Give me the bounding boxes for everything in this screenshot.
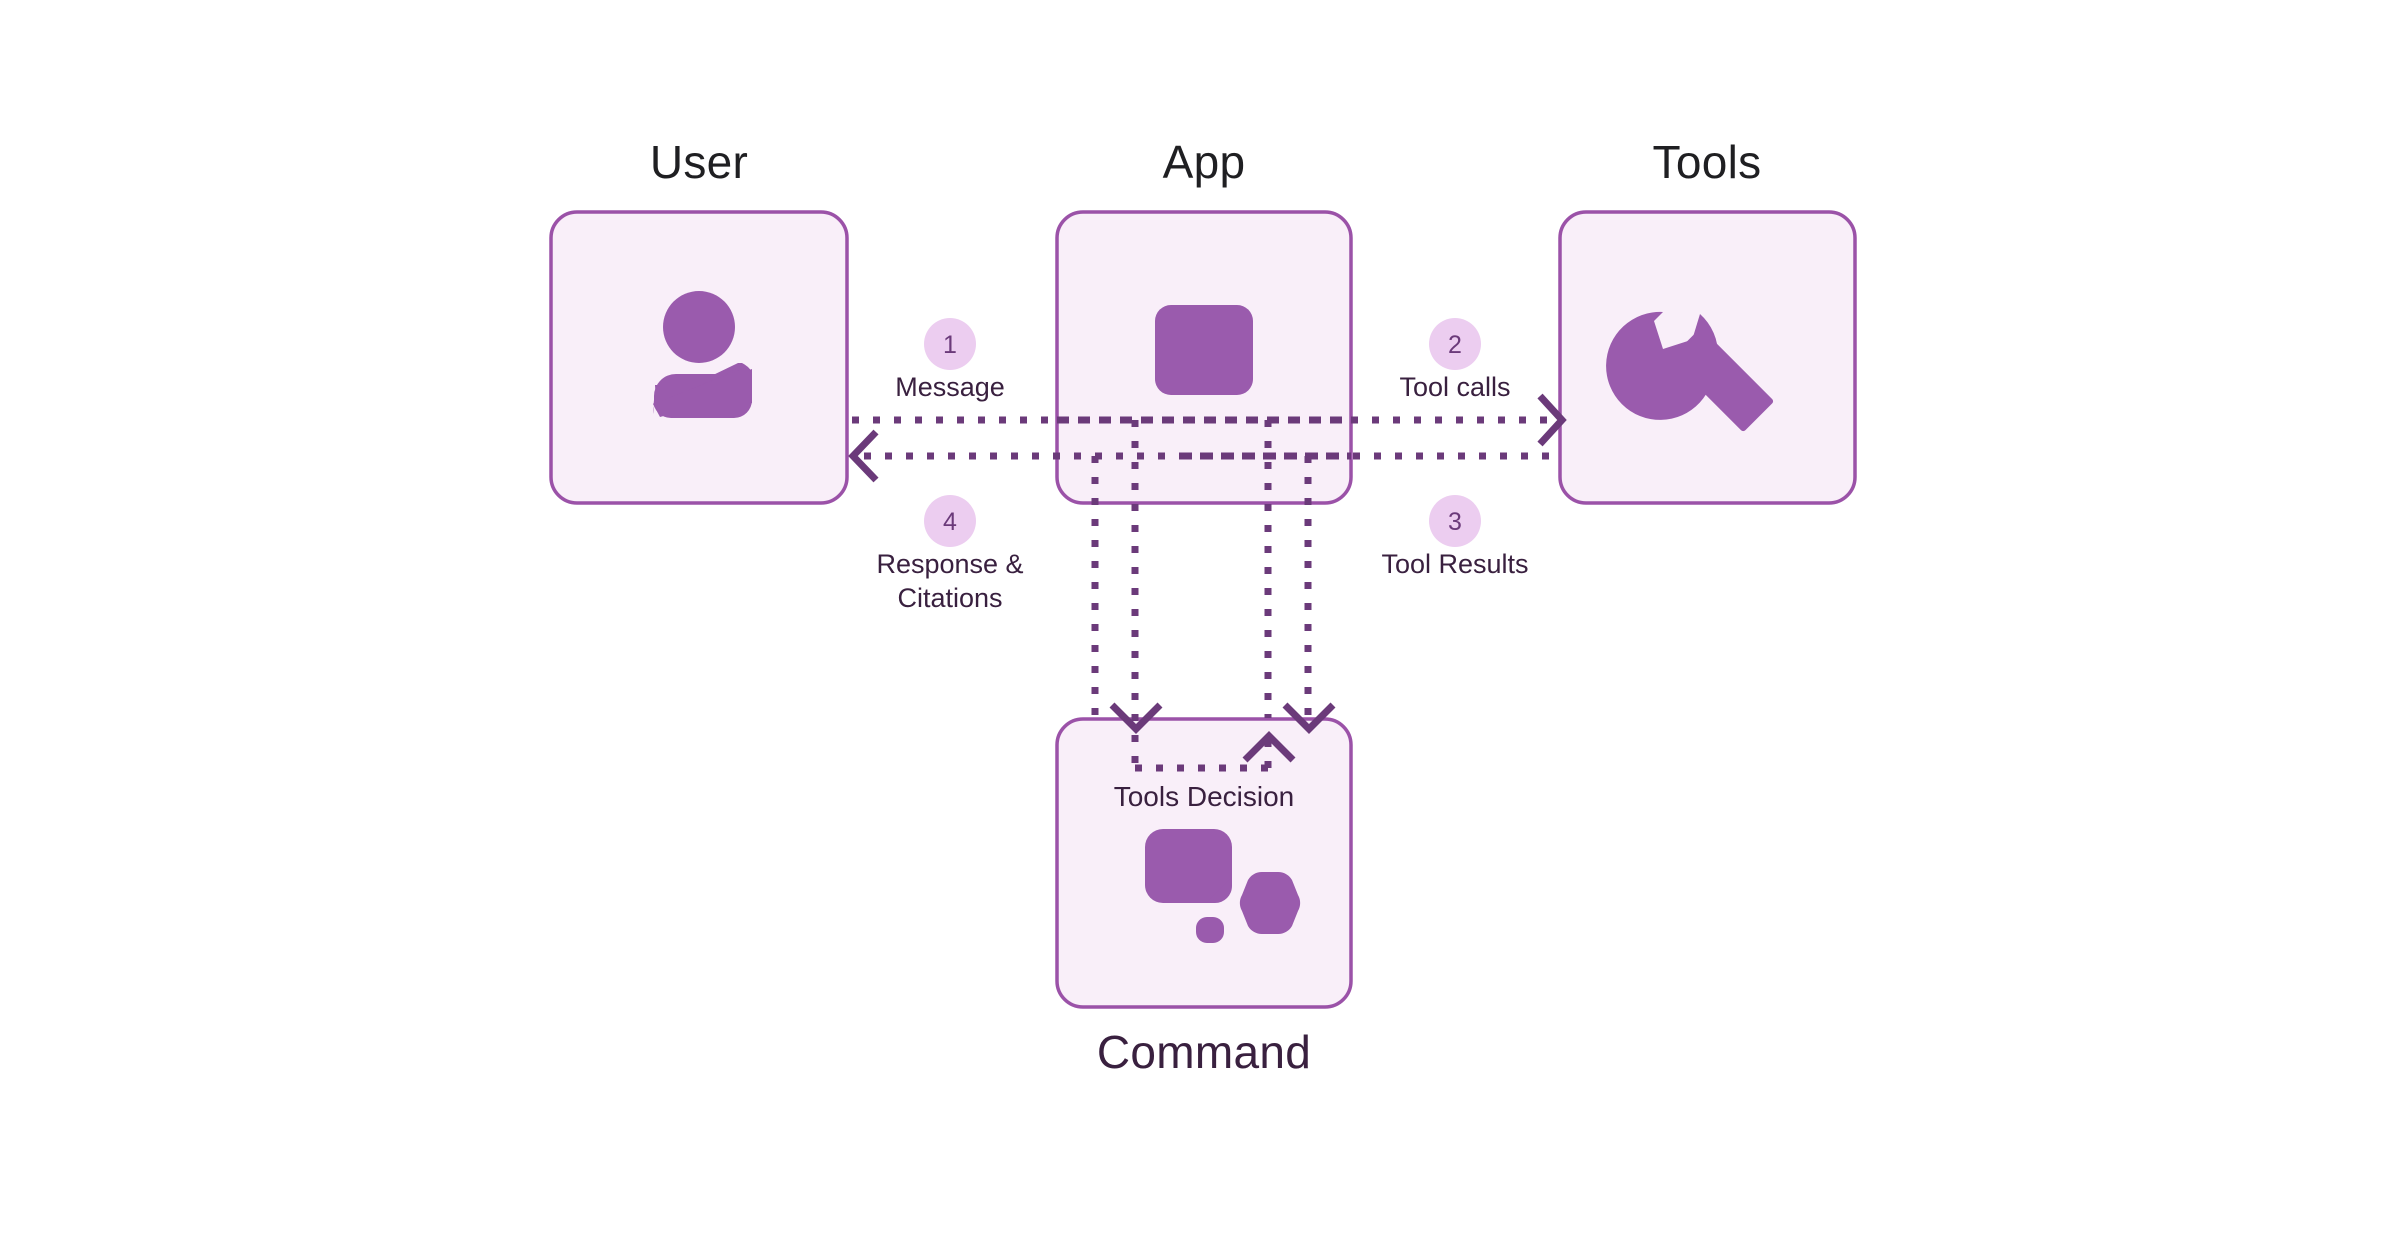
node-user[interactable] — [549, 210, 849, 505]
arrow-down-b — [1109, 702, 1163, 734]
arrow-down-d — [1282, 702, 1336, 734]
arrow-to-user — [848, 429, 879, 483]
step-label-2: Tool calls — [1399, 372, 1510, 402]
app-title: App — [1163, 136, 1246, 188]
step-badge-3: 3 — [1429, 495, 1481, 547]
command-logo-icon — [1145, 829, 1301, 943]
node-tools[interactable] — [1558, 210, 1857, 505]
badge-number-3: 3 — [1448, 508, 1462, 536]
tools-decision-label: Tools Decision — [1114, 781, 1295, 812]
arrow-up-decision — [1242, 731, 1296, 763]
user-title: User — [650, 136, 748, 188]
node-app[interactable] — [1055, 210, 1353, 505]
step-label-3: Tool Results — [1381, 549, 1528, 579]
arrow-heads — [848, 393, 1567, 763]
badge-circle-1 — [924, 318, 976, 370]
step-label-4-line2: Citations — [897, 583, 1002, 613]
badge-circle-2 — [1429, 318, 1481, 370]
wrench-icon — [1606, 311, 1774, 432]
step-badge-1: 1 — [924, 318, 976, 370]
step-label-1: Message — [895, 372, 1005, 402]
user-icon — [653, 291, 752, 418]
badge-circle-4 — [924, 495, 976, 547]
step-badge-2: 2 — [1429, 318, 1481, 370]
tools-title: Tools — [1653, 136, 1762, 188]
arrow-to-tools — [1537, 393, 1567, 447]
step-badge-4: 4 — [924, 495, 976, 547]
command-title: Command — [1097, 1026, 1311, 1078]
step-label-4-line1: Response & — [876, 549, 1023, 579]
app-square-icon — [1155, 305, 1253, 395]
badge-number-1: 1 — [943, 331, 957, 359]
badge-number-2: 2 — [1448, 331, 1462, 359]
node-command[interactable] — [1055, 717, 1353, 1009]
badge-circle-3 — [1429, 495, 1481, 547]
badge-number-4: 4 — [943, 508, 957, 536]
